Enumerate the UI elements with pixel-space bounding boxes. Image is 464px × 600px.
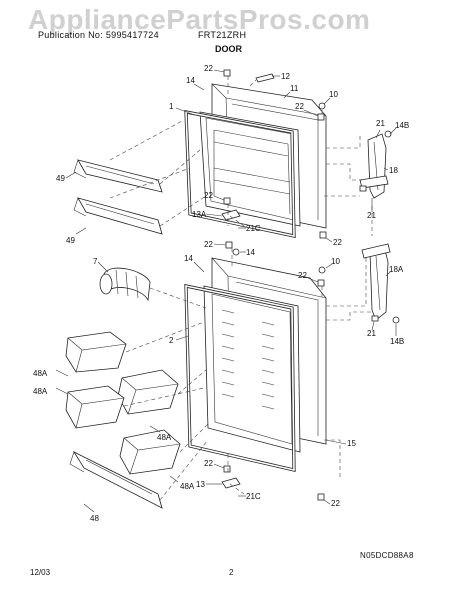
- freezer-door-shelf-lower: [73, 197, 163, 235]
- callout: 10: [329, 90, 338, 99]
- callout: 2: [169, 336, 174, 345]
- callout: 22: [204, 64, 213, 73]
- callout: 22: [331, 499, 340, 508]
- callout: 21C: [246, 492, 261, 501]
- drawing-code: N05DCD88A8: [360, 551, 414, 560]
- callout: 14B: [390, 337, 404, 346]
- fresh-food-door-handle: [361, 243, 391, 321]
- freezer-door-shelf-upper: [73, 159, 163, 193]
- callout: 21: [367, 211, 376, 220]
- callout: 10: [331, 257, 340, 266]
- callout: 48A: [180, 482, 195, 491]
- fresh-food-door-hardware: [221, 241, 400, 501]
- callout: 7: [93, 257, 98, 266]
- callout: 22: [204, 191, 213, 200]
- callout: 13A: [192, 210, 207, 219]
- callout: 48A: [33, 369, 48, 378]
- freezer-door-gasket: [184, 110, 296, 238]
- fresh-food-door-gasket: [184, 284, 296, 473]
- model-number: FRT21ZRH: [198, 30, 247, 40]
- callout: 21C: [246, 224, 261, 233]
- callout: 22: [204, 240, 213, 249]
- callout: 18A: [389, 265, 404, 274]
- callout-labels: 22 12 14 11 1 10 22 21 14B 18 49 22 13A: [33, 64, 409, 523]
- door-bin-2: [117, 369, 179, 415]
- footer-page-number: 2: [229, 568, 234, 577]
- door-bin-4: [119, 429, 181, 475]
- callout: 22: [333, 238, 342, 247]
- callout: 22: [204, 459, 213, 468]
- callout: 15: [347, 439, 356, 448]
- callout: 13: [196, 480, 205, 489]
- watermark: AppliancePartsPros.com: [28, 4, 371, 35]
- liner-shelf-ribs: [221, 309, 275, 410]
- callout: 11: [290, 84, 299, 93]
- callout: 21: [367, 329, 376, 338]
- callout: 49: [56, 174, 65, 183]
- door-bin-3: [65, 385, 125, 429]
- callout: 21: [376, 119, 385, 128]
- callout: 14: [184, 254, 193, 263]
- callout: 1: [169, 102, 174, 111]
- callout: 48A: [33, 387, 48, 396]
- section-title: DOOR: [215, 44, 242, 54]
- callout: 18: [389, 166, 398, 175]
- footer-date: 12/03: [30, 568, 51, 577]
- callout: 14: [186, 76, 195, 85]
- door-bottom-shelf: [69, 451, 163, 509]
- callout: 48: [90, 514, 99, 523]
- freezer-door-hardware: [221, 69, 392, 239]
- freezer-door-handle: [359, 133, 389, 199]
- publication-number: Publication No: 5995417724: [38, 30, 159, 40]
- fresh-food-door-liner: [203, 285, 301, 453]
- callout: 14: [246, 248, 255, 257]
- callout: 22: [298, 271, 307, 280]
- callout: 12: [281, 72, 290, 81]
- callout: 14B: [395, 121, 409, 130]
- callout: 22: [295, 102, 304, 111]
- door-bin-1: [65, 331, 127, 373]
- callout: 48A: [157, 433, 172, 442]
- egg-tray: [99, 267, 151, 302]
- callout: 49: [66, 236, 75, 245]
